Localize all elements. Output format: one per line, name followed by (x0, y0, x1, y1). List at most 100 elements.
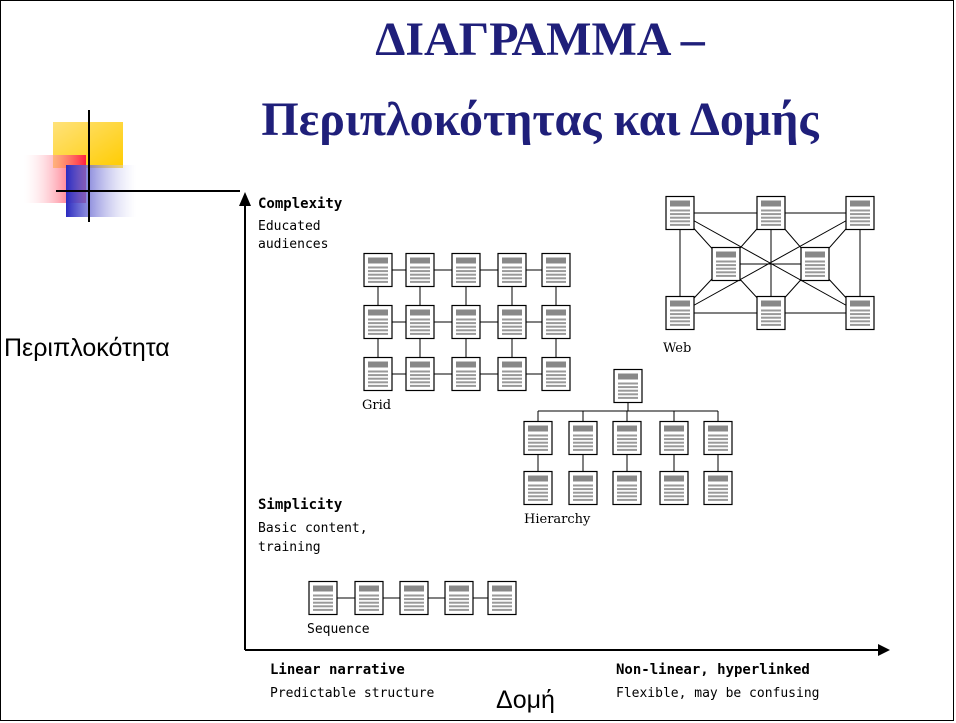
grid-page-1-1-line (368, 277, 388, 280)
complexity-heading: Complexity (258, 196, 343, 212)
sequence-page-2-line (359, 601, 379, 604)
grid-page-2-2-line (410, 332, 430, 335)
grid-page-2-4-line (502, 332, 522, 335)
grid-page-3-3-line (456, 377, 476, 380)
grid-page-1-5-line (546, 277, 566, 280)
grid-page-3-2-line (410, 384, 430, 387)
hierarchy-level1-page-5-line (708, 445, 728, 448)
web-page-8-line (850, 316, 870, 319)
hierarchy-level1-page-3-line (617, 434, 637, 437)
hierarchy-level2-page-3-line (617, 484, 637, 487)
sequence-page-4-line (449, 601, 469, 604)
hierarchy-level2-page-2-line (573, 484, 593, 487)
grid-page-1-1-line (368, 273, 388, 276)
grid-page-1-2-line (410, 270, 430, 273)
web-page-3-line (850, 216, 870, 219)
web-page-4-line (716, 260, 736, 263)
hierarchy-level1-page-4-line (664, 438, 684, 441)
web-page-8-line (850, 313, 870, 316)
hierarchy-root-page-line (618, 386, 638, 389)
web-page-1-line (670, 223, 690, 226)
grid-page-2-1-line (368, 322, 388, 325)
sequence-page-4-line (449, 608, 469, 611)
grid-page-1-5-line (546, 280, 566, 283)
linear-narrative-sub: Predictable structure (270, 686, 435, 701)
simplicity-heading: Simplicity (258, 497, 343, 513)
hierarchy-level1-page-1-line (528, 448, 548, 451)
sequence-page-3-line (404, 608, 424, 611)
hierarchy-label: Hierarchy (524, 512, 591, 527)
grid-page-2-1-line (368, 325, 388, 328)
web-page-7-line (761, 316, 781, 319)
grid-page-3-2-header (410, 361, 430, 368)
web-page-6-line (670, 313, 690, 316)
grid-page-1-4-line (502, 266, 522, 269)
web-page-7-line (761, 309, 781, 312)
grid-page-1-3-line (456, 266, 476, 269)
grid-page-2-4-line (502, 318, 522, 321)
sequence-page-3-line (404, 601, 424, 604)
hierarchy-level1-page-3-line (617, 445, 637, 448)
web-page-2-line (761, 213, 781, 216)
hierarchy-level2-page-4-line (664, 491, 684, 494)
grid-page-1-2-line (410, 280, 430, 283)
hierarchy-level2-page-4-line (664, 495, 684, 498)
web-page-6-line (670, 320, 690, 323)
grid-page-3-2-line (410, 374, 430, 377)
web-page-5-line (805, 271, 825, 274)
hierarchy-level1-page-2-header (573, 425, 593, 432)
grid-page-1-3-line (456, 277, 476, 280)
hierarchy-level2-page-2-line (573, 495, 593, 498)
grid-page-3-3-line (456, 381, 476, 384)
web-page-4-line (716, 264, 736, 267)
hierarchy-root-page-line (618, 396, 638, 399)
slide-title-line-2: Περιπλοκότητας και Δομής (261, 93, 819, 146)
sequence-page-2-line (359, 608, 379, 611)
web-page-8-line (850, 309, 870, 312)
sequence-page-3-header (404, 585, 424, 592)
web-page-5-header (805, 251, 825, 258)
grid-page-1-3-line (456, 280, 476, 283)
web-page-1-line (670, 209, 690, 212)
hierarchy-level2-page-4-header (664, 475, 684, 482)
hierarchy-level2-page-5-header (708, 475, 728, 482)
linear-narrative-heading: Linear narrative (270, 662, 405, 678)
grid-page-3-4-line (502, 381, 522, 384)
grid-page-1-1-line (368, 266, 388, 269)
grid-page-3-2-line (410, 381, 430, 384)
web-page-3-line (850, 213, 870, 216)
web-page-4-line (716, 271, 736, 274)
grid-page-1-2-line (410, 266, 430, 269)
hierarchy-level2-page-3-line (617, 495, 637, 498)
sequence-page-4-header (449, 585, 469, 592)
hierarchy-level1-page-1-header (528, 425, 548, 432)
web-page-2-line (761, 220, 781, 223)
grid-page-3-3-line (456, 374, 476, 377)
sequence-page-2-line (359, 594, 379, 597)
grid-page-3-4-line (502, 374, 522, 377)
web-page-1-line (670, 220, 690, 223)
hierarchy-level2-page-2-line (573, 498, 593, 501)
grid-page-1-5-line (546, 266, 566, 269)
grid-page-3-1-line (368, 370, 388, 373)
hierarchy-level2-page-2-line (573, 488, 593, 491)
complexity-line-2: audiences (258, 237, 329, 252)
hierarchy-level2-page-4-line (664, 484, 684, 487)
hierarchy-level2-page-4-line (664, 488, 684, 491)
grid-page-1-2-line (410, 277, 430, 280)
hierarchy-level2-page-1-line (528, 498, 548, 501)
decorative-squares-icon (24, 110, 240, 222)
hierarchy-level1-page-1-line (528, 434, 548, 437)
grid-page-3-5-line (546, 374, 566, 377)
hierarchy-level1-page-3-header (617, 425, 637, 432)
hierarchy-level2-page-2-header (573, 475, 593, 482)
grid-page-1-1-line (368, 270, 388, 273)
grid-page-3-3-line (456, 384, 476, 387)
web-page-6-line (670, 309, 690, 312)
grid-page-2-1-line (368, 332, 388, 335)
grid-page-2-2-header (410, 309, 430, 316)
hierarchy-level2-page-5-line (708, 498, 728, 501)
grid-page-2-5-line (546, 329, 566, 332)
hierarchy-level2-page-1-line (528, 495, 548, 498)
